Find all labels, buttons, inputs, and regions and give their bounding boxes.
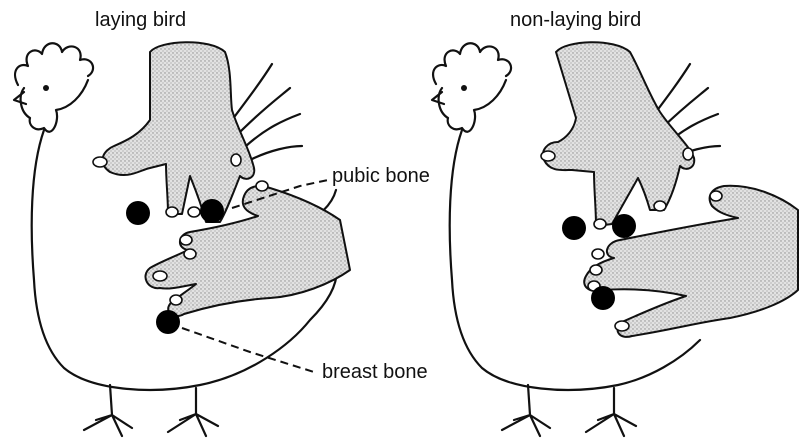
laying-hen-illustration	[14, 42, 350, 436]
breast-bone	[591, 286, 615, 310]
fingernail	[93, 157, 107, 167]
non-laying-bird-panel: non-laying bird	[432, 9, 798, 436]
fingernail	[541, 151, 555, 161]
fingernail	[710, 191, 722, 201]
laying-bird-panel: laying bird	[14, 9, 350, 436]
pubic-bone-right	[612, 214, 636, 238]
hen-legs	[84, 385, 218, 436]
non-laying-bird-title: non-laying bird	[510, 9, 641, 31]
laying-bird-title: laying bird	[95, 9, 186, 31]
fingernail	[615, 321, 629, 331]
hen-comb	[433, 43, 511, 84]
fingernail	[166, 207, 178, 217]
hen-eye	[461, 85, 467, 91]
fingernail	[180, 235, 192, 245]
hen-legs	[502, 385, 636, 436]
fingernail	[188, 207, 200, 217]
hen-eye	[43, 85, 49, 91]
pubic-bone-left	[126, 201, 150, 225]
hen-head	[21, 80, 88, 132]
hen-comb	[15, 43, 93, 85]
fingernail	[683, 148, 693, 160]
breast-bone-leader	[182, 328, 314, 372]
fingernail	[594, 219, 606, 229]
fingernail	[184, 249, 196, 259]
top-hand	[543, 42, 694, 226]
fingernail	[592, 249, 604, 259]
fingernail	[256, 181, 268, 191]
non-laying-hen-illustration	[432, 42, 798, 436]
fingernail	[590, 265, 602, 275]
fingernail	[153, 271, 167, 281]
breast-bone-label: breast bone	[322, 361, 428, 383]
hen-head	[439, 80, 506, 132]
pubic-bone-label: pubic bone	[332, 165, 430, 187]
pubic-bone-left	[562, 216, 586, 240]
top-hand	[102, 42, 254, 222]
fingernail	[231, 154, 241, 166]
breast-bone	[156, 310, 180, 334]
fingernail	[170, 295, 182, 305]
fingernail	[654, 201, 666, 211]
pubic-bone-right	[200, 199, 224, 223]
